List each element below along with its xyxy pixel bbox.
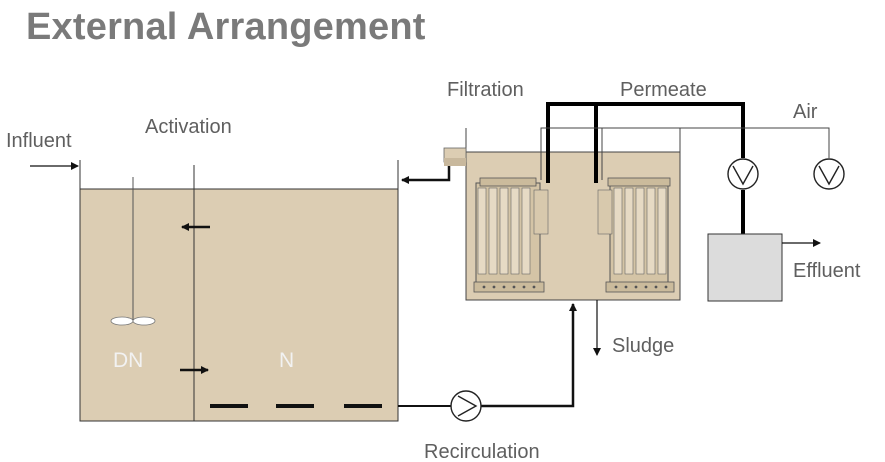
- filtration-label: Filtration: [447, 79, 524, 101]
- dn-zone-label: DN: [113, 349, 143, 372]
- mixer-icon: [110, 177, 156, 326]
- air-pipe: [540, 127, 830, 180]
- return-flow-arrow: [401, 166, 451, 184]
- recirculation-label: Recirculation: [424, 441, 540, 462]
- membrane-module-left: [473, 177, 549, 293]
- n-zone-label: N: [279, 349, 294, 372]
- permeate-label: Permeate: [620, 79, 707, 101]
- air-blower-icon: [813, 158, 845, 190]
- permeate-pump-icon: [727, 158, 759, 190]
- permeate-pipe: [546, 102, 745, 234]
- recirculation-line: [398, 303, 577, 408]
- page-title: External Arrangement: [26, 6, 426, 48]
- sludge-label: Sludge: [612, 335, 674, 357]
- aerator-icon: [210, 404, 382, 408]
- activation-tank: [79, 160, 399, 422]
- air-label: Air: [793, 101, 818, 123]
- activation-label: Activation: [145, 116, 232, 138]
- influent-label: Influent: [6, 130, 72, 152]
- membrane-module-right: [597, 177, 675, 293]
- effluent-label: Effluent: [793, 260, 861, 282]
- recirculation-pump-icon: [450, 390, 482, 422]
- activation-tank-fill: [79, 188, 399, 422]
- effluent-tank: [707, 233, 783, 302]
